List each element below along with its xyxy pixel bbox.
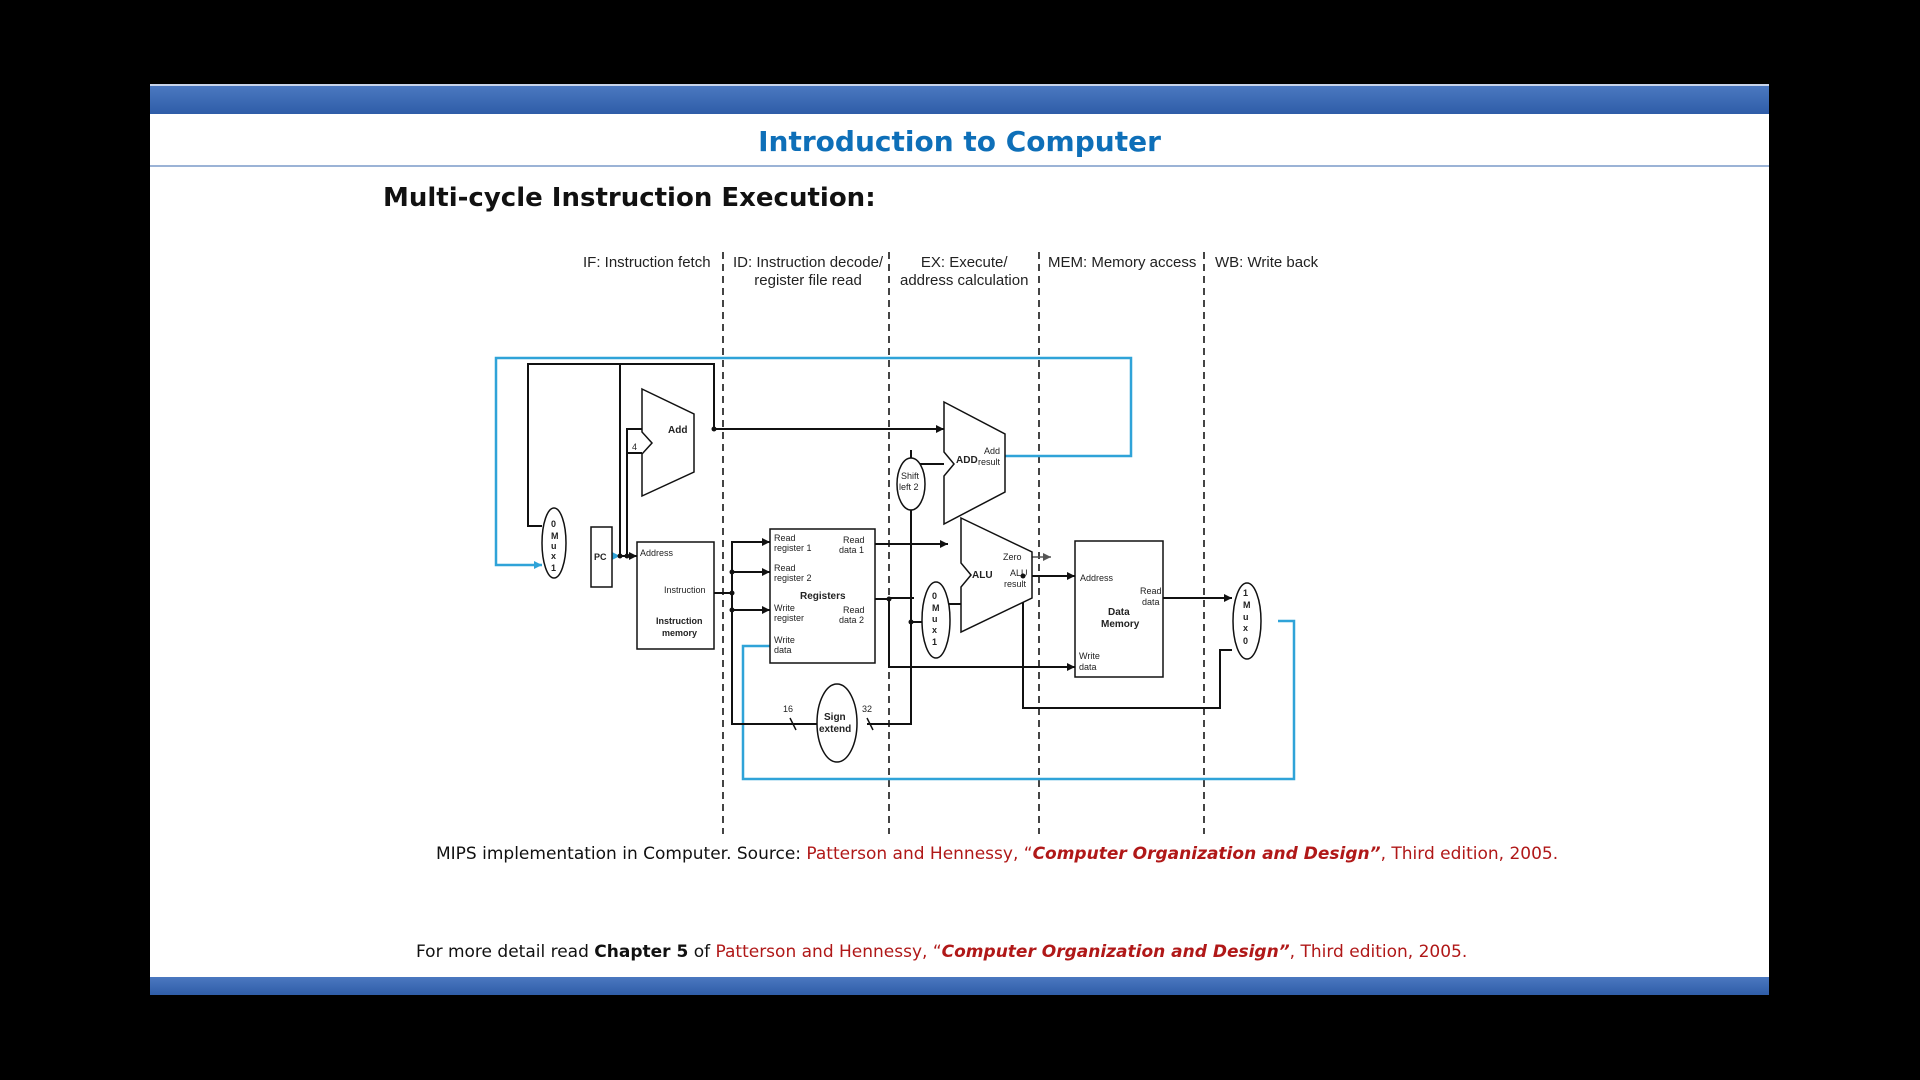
svg-text:Data: Data: [1108, 607, 1130, 618]
svg-text:Read: Read: [843, 605, 865, 615]
slide-bottom-bar: [150, 977, 1769, 995]
svg-text:0: 0: [551, 519, 556, 529]
stage-label-ex: EX: Execute/ address calculation: [900, 254, 1029, 289]
slide: Introduction to Computer Multi-cycle Ins…: [150, 84, 1769, 995]
svg-text:16: 16: [783, 704, 793, 714]
svg-text:left 2: left 2: [899, 482, 919, 492]
svg-text:32: 32: [862, 704, 872, 714]
writeback-wire: [741, 619, 1296, 781]
svg-text:data: data: [1079, 662, 1097, 672]
svg-text:Read: Read: [774, 533, 796, 543]
svg-text:0: 0: [932, 591, 937, 601]
diagram-caption: MIPS implementation in Computer. Source:…: [436, 844, 1559, 864]
slide-subtitle: Multi-cycle Instruction Execution:: [383, 183, 876, 213]
svg-text:Instruction: Instruction: [664, 585, 706, 595]
pc-source-mux: [541, 507, 567, 579]
alu: [960, 516, 1033, 634]
svg-text:data 2: data 2: [839, 615, 864, 625]
stage-label-id: ID: Instruction decode/ register file re…: [733, 254, 884, 289]
signext-out-wire: [867, 484, 912, 725]
svg-text:Sign: Sign: [824, 712, 846, 723]
register-file: [769, 528, 876, 664]
svg-text:Read: Read: [774, 563, 796, 573]
svg-text:register 1: register 1: [774, 543, 812, 553]
alu-result-bypass-wire: [1022, 576, 1232, 709]
svg-text:u: u: [932, 614, 938, 624]
pc-plus4-to-mux-wire: [527, 363, 620, 527]
instr-imm-wire: [731, 593, 821, 725]
svg-text:x: x: [551, 551, 556, 561]
svg-text:Address: Address: [640, 548, 674, 558]
svg-text:Registers: Registers: [800, 591, 846, 602]
pc-adder: [641, 387, 695, 498]
svg-text:result: result: [978, 457, 1001, 467]
pc-adder-label: Add: [668, 425, 687, 436]
svg-text:M: M: [1243, 600, 1251, 610]
program-counter: [590, 526, 613, 588]
svg-text:Write: Write: [774, 603, 795, 613]
svg-text:register 2: register 2: [774, 573, 812, 583]
svg-text:Shift: Shift: [901, 471, 920, 481]
svg-text:ADD: ADD: [956, 455, 978, 466]
svg-text:register: register: [774, 613, 804, 623]
svg-text:Read: Read: [1140, 586, 1162, 596]
sign-extend-unit: [816, 683, 858, 763]
svg-text:ALU: ALU: [1010, 568, 1028, 578]
constant-four-label: 4: [632, 442, 637, 452]
wire-junctions: [617, 426, 1026, 625]
slide-title: Introduction to Computer: [758, 125, 1161, 158]
svg-text:x: x: [932, 625, 937, 635]
read-data2-to-dmem-wire: [888, 599, 1075, 668]
svg-text:memory: memory: [662, 628, 697, 638]
further-reading-note: For more detail read Chapter 5 of Patter…: [416, 942, 1468, 962]
svg-text:M: M: [551, 531, 559, 541]
svg-text:Write: Write: [774, 635, 795, 645]
title-divider: [150, 165, 1769, 167]
shift-left-2-unit: [896, 457, 926, 511]
pc-to-adder-wire: [626, 428, 642, 556]
svg-text:data: data: [1142, 597, 1160, 607]
svg-text:1: 1: [1243, 588, 1248, 598]
svg-text:Zero: Zero: [1003, 552, 1022, 562]
svg-text:data 1: data 1: [839, 545, 864, 555]
stage-label-wb: WB: Write back: [1215, 254, 1319, 271]
stage-label-if: IF: Instruction fetch: [583, 254, 711, 271]
highlight-wires: [494, 356, 1296, 781]
svg-text:Read: Read: [843, 535, 865, 545]
branch-target-wire: [494, 356, 1133, 567]
svg-text:x: x: [1243, 623, 1248, 633]
svg-text:u: u: [1243, 612, 1249, 622]
svg-text:Address: Address: [1080, 573, 1114, 583]
svg-text:Write: Write: [1079, 651, 1100, 661]
svg-text:Add: Add: [984, 446, 1000, 456]
instruction-memory: [636, 541, 715, 650]
alu-source-mux: [921, 581, 951, 659]
svg-text:1: 1: [932, 637, 937, 647]
svg-text:extend: extend: [819, 724, 851, 735]
instr-rs-wire: [714, 541, 770, 594]
read-data2-wire: [875, 597, 914, 600]
mips-datapath-diagram: Add 4 0 M u x 1 PC Address Instruction I…: [494, 252, 1296, 834]
svg-text:u: u: [551, 541, 557, 551]
svg-text:Instruction: Instruction: [656, 616, 703, 626]
svg-text:data: data: [774, 645, 792, 655]
svg-text:ALU: ALU: [972, 570, 993, 581]
svg-text:Memory: Memory: [1101, 619, 1140, 630]
stage-label-mem: MEM: Memory access: [1048, 254, 1197, 271]
branch-adder: [943, 400, 1006, 526]
svg-text:0: 0: [1243, 636, 1248, 646]
svg-text:result: result: [1004, 579, 1027, 589]
arrowheads: [534, 425, 1232, 671]
writeback-mux: [1232, 582, 1262, 660]
slide-top-bar: [150, 84, 1769, 114]
svg-text:M: M: [932, 603, 940, 613]
svg-text:1: 1: [551, 563, 556, 573]
svg-text:PC: PC: [594, 552, 607, 562]
data-memory: [1074, 540, 1164, 678]
